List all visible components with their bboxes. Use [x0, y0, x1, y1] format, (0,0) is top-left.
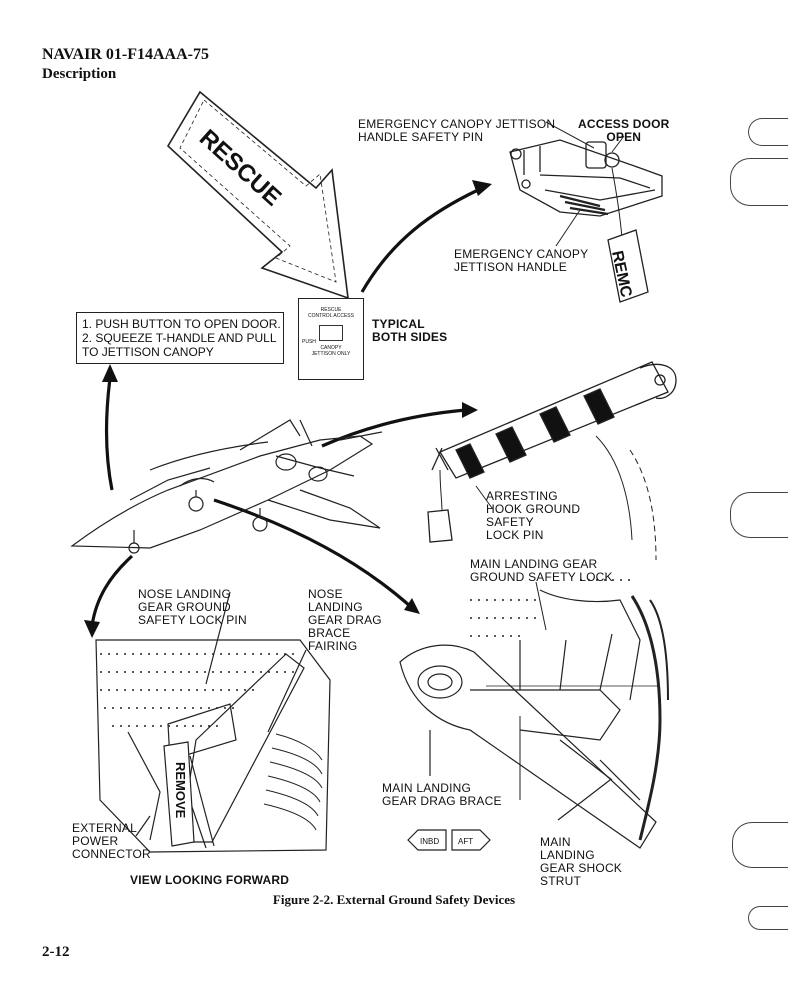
canopy-safety-pin-label: EMERGENCY CANOPY JETTISON HANDLE SAFETY …: [358, 117, 556, 144]
placard-push-label: PUSH: [302, 339, 316, 345]
rescue-arrow: [166, 90, 349, 300]
page-number: 2-12: [42, 944, 70, 960]
nose-gear-pin-label: NOSE LANDING GEAR GROUND SAFETY LOCK PIN: [138, 587, 247, 627]
nose-gear-illustration: [95, 591, 331, 853]
main-shock-strut-label: MAIN LANDING GEAR SHOCK STRUT: [540, 835, 623, 888]
binder-tab-4: [732, 822, 788, 868]
nose-drag-brace-label: NOSE LANDING GEAR DRAG BRACE FAIRING: [308, 587, 382, 653]
aft-label: AFT: [458, 837, 473, 846]
typical-both-sides-label: TYPICAL BOTH SIDES: [372, 317, 448, 344]
remove-tag-nose-text: REMOVE: [173, 762, 188, 819]
main-drag-brace-label: MAIN LANDING GEAR DRAG BRACE: [382, 781, 502, 808]
canopy-jettison-handle-label: EMERGENCY CANOPY JETTISON HANDLE: [454, 247, 589, 274]
document-id: NAVAIR 01-F14AAA-75: [42, 46, 209, 63]
placard-title: RESCUE: [320, 307, 342, 313]
rescue-placard: RESCUE CONTROL ACCESS PUSH CANOPY JETTIS…: [298, 298, 364, 380]
placard-push-button: [319, 325, 343, 341]
arresting-hook-pin-label: ARRESTING HOOK GROUND SAFETY LOCK PIN: [486, 489, 581, 542]
main-gear-safety-lock-label: MAIN LANDING GEAR GROUND SAFETY LOCK: [470, 557, 613, 584]
canopy-handle-illustration: [509, 139, 663, 303]
placard-subtitle: CONTROL ACCESS: [308, 313, 354, 319]
placard-bottom-label: CANOPY JETTISON ONLY: [311, 345, 351, 357]
jettison-instructions-box: 1. PUSH BUTTON TO OPEN DOOR. 2. SQUEEZE …: [76, 312, 284, 364]
inbd-label: INBD: [420, 837, 439, 846]
binder-tab-1: [748, 118, 788, 146]
binder-tab-2: [730, 158, 788, 206]
main-gear-illustration: [399, 579, 669, 849]
view-looking-forward-label: VIEW LOOKING FORWARD: [130, 873, 290, 887]
binder-tab-5: [748, 906, 788, 930]
direction-arrows: [407, 829, 491, 851]
figure-caption: Figure 2-2. External Ground Safety Devic…: [272, 892, 516, 907]
arresting-hook-illustration: [427, 361, 677, 561]
section-title: Description: [42, 66, 117, 82]
aircraft-illustration: [70, 419, 383, 554]
access-door-label: ACCESS DOOR OPEN: [578, 117, 670, 144]
binder-tab-3: [730, 492, 788, 538]
external-power-label: EXTERNAL POWER CONNECTOR: [72, 821, 151, 861]
